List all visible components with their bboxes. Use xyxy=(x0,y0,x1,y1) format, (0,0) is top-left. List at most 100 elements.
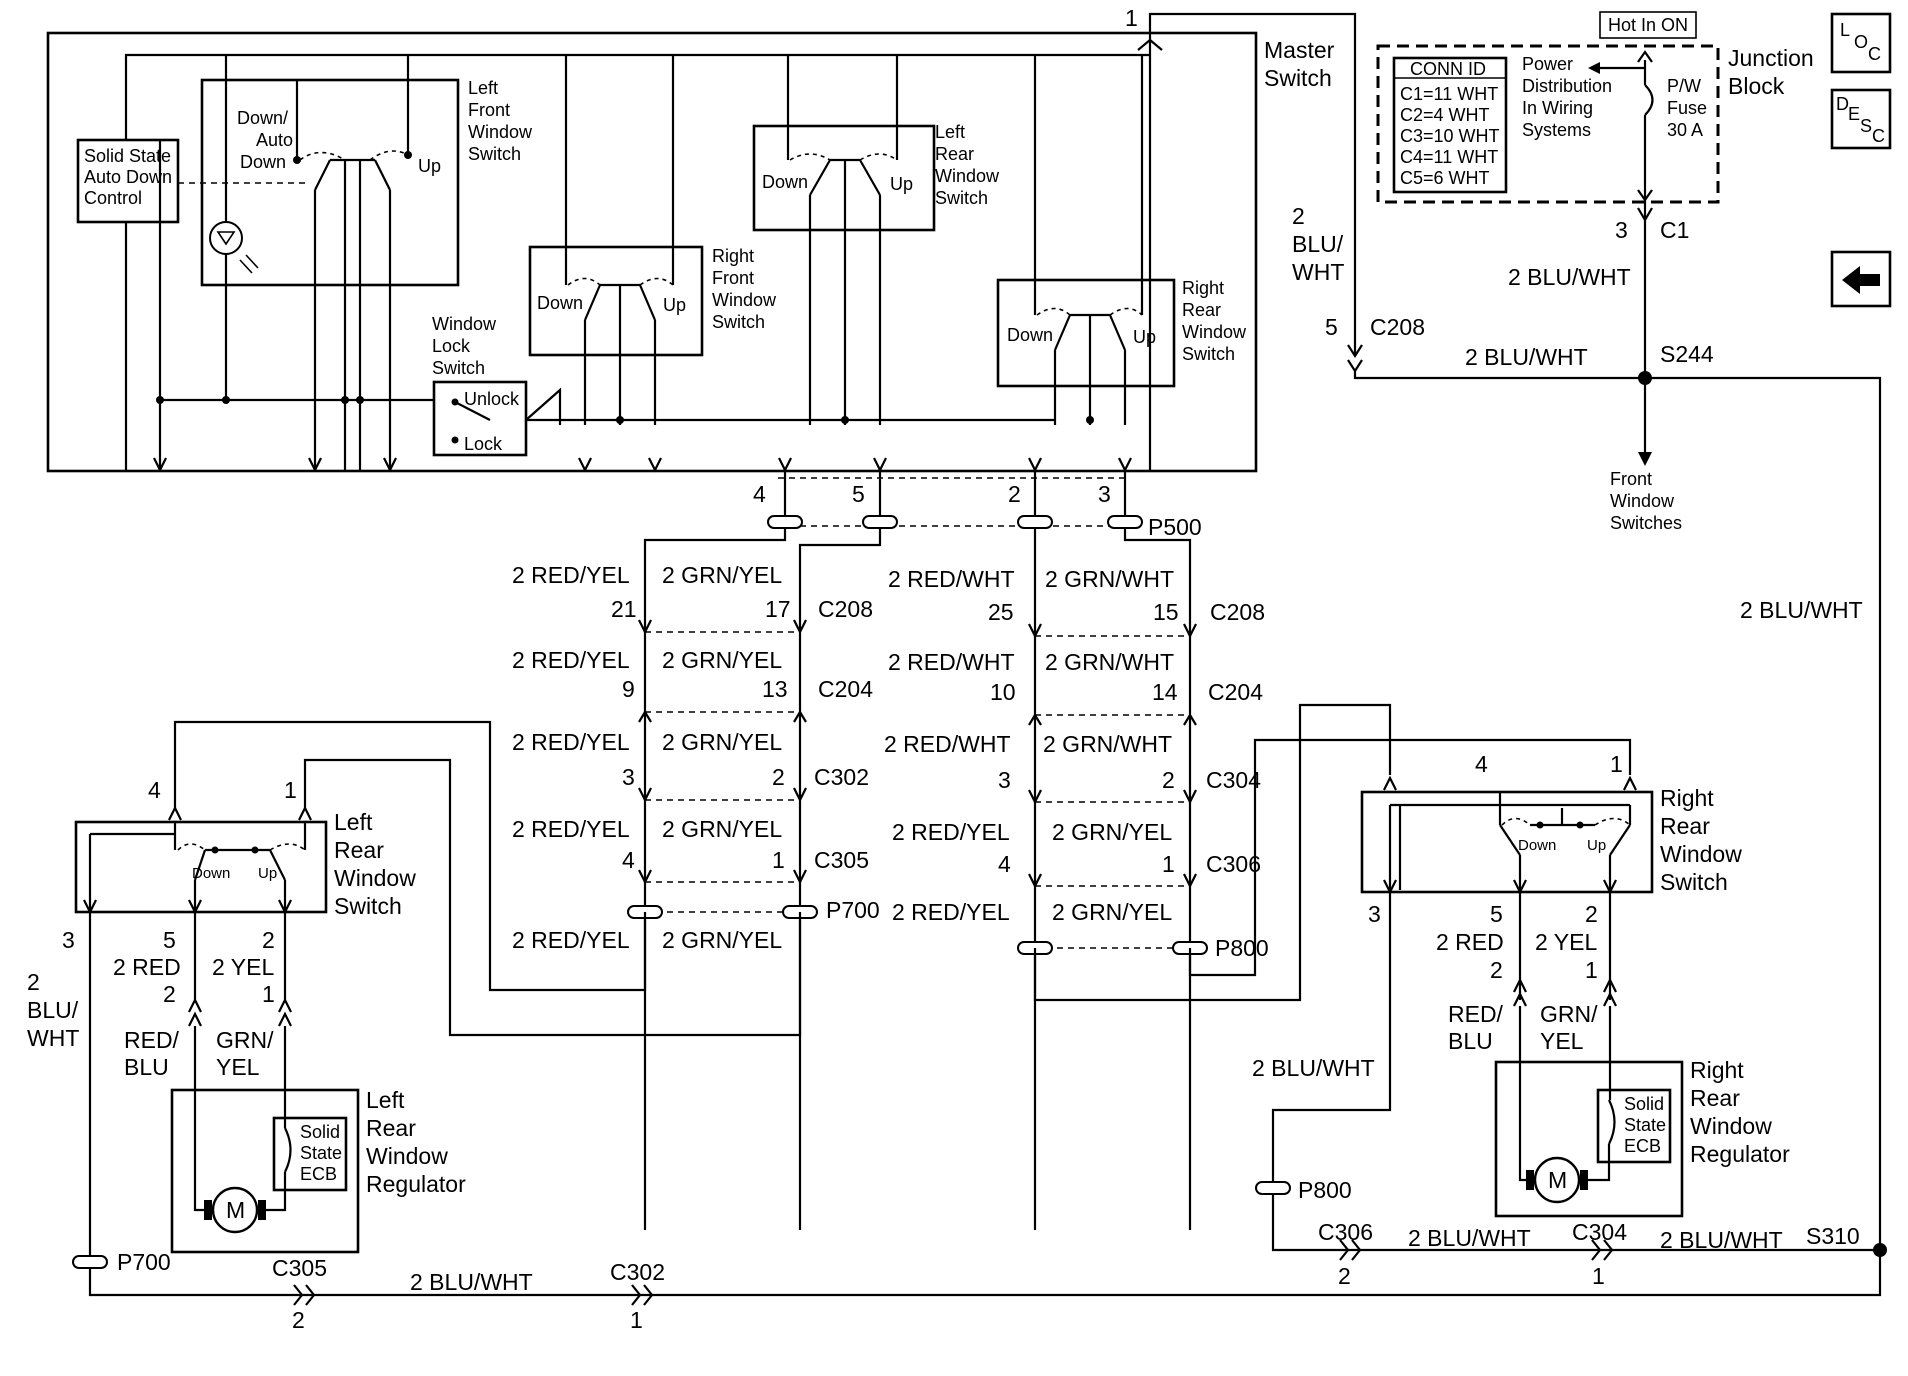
lf-switch-box xyxy=(200,78,460,287)
r-c304-pin-a: 3 xyxy=(998,767,1011,793)
s244-wire-label: 2 BLU/WHT xyxy=(1465,344,1588,370)
rr-bottom-wire-1: 2 BLU/WHT xyxy=(1408,1225,1531,1251)
lr-master-label-2: Rear xyxy=(935,144,974,164)
lr-regulator-box xyxy=(170,1088,360,1254)
rr-pin-1: 1 xyxy=(1610,751,1623,777)
rr-motor-m: M xyxy=(1548,1167,1567,1193)
rr-ecb-1: Solid xyxy=(1624,1094,1664,1114)
r-c204-pin-a: 10 xyxy=(990,679,1016,705)
rr-blu-wire: 2 BLU/WHT xyxy=(1252,1055,1375,1081)
l-c302-label: C302 xyxy=(814,764,869,790)
rr-switch-label-4: Switch xyxy=(1660,869,1728,895)
lf-up-label: Up xyxy=(418,156,441,176)
lr-ecb-box xyxy=(272,1116,348,1192)
l-wire-5b: 2 GRN/YEL xyxy=(662,927,782,953)
r-wire-5a: 2 RED/YEL xyxy=(892,899,1010,925)
l-c204-pin-a: 9 xyxy=(622,676,635,702)
lr-master-label-3: Window xyxy=(935,166,1000,186)
c208-top-label: C208 xyxy=(1370,314,1425,340)
l-c204-pin-b: 13 xyxy=(762,676,788,702)
master-switch-title-1: Master xyxy=(1264,37,1335,63)
r-wire-4a: 2 RED/YEL xyxy=(892,819,1010,845)
c1-pin: 3 xyxy=(1615,217,1628,243)
hot-in-on-box xyxy=(1599,11,1697,39)
lf-down-label-1: Down/ xyxy=(237,108,288,128)
conn-id-4: C4=11 WHT xyxy=(1400,147,1498,167)
fuse-label-1: P/W xyxy=(1667,76,1701,96)
rr-wire-red: 2 RED xyxy=(1436,929,1504,955)
lr-p700: P700 xyxy=(117,1249,171,1275)
rr-bottom-wire-2: 2 BLU/WHT xyxy=(1660,1227,1783,1253)
lock-switch-label-1: Window xyxy=(432,314,497,334)
lr-up: Up xyxy=(258,865,277,882)
rr-motor xyxy=(1533,1156,1581,1204)
l-wire-2b: 2 GRN/YEL xyxy=(662,647,782,673)
conn-id-3: C3=10 WHT xyxy=(1400,126,1500,146)
lr-wire-blu-1: 2 xyxy=(27,969,40,995)
r-wire-3b: 2 GRN/WHT xyxy=(1043,731,1172,757)
lock-switch-label-2: Lock xyxy=(432,336,471,356)
s244-label: S244 xyxy=(1660,341,1714,367)
lr-c305-pin: 2 xyxy=(292,1307,305,1333)
rr-redblu-1: RED/ xyxy=(1448,1001,1504,1027)
s310-label: S310 xyxy=(1806,1223,1860,1249)
power-dist-3: In Wiring xyxy=(1522,98,1593,118)
p500-pin-3: 3 xyxy=(1098,481,1111,507)
conn-id-box xyxy=(1392,56,1508,194)
master-switch: Master Switch Solid State Auto Down Cont… xyxy=(46,31,1335,473)
rr-switch-box xyxy=(1360,790,1654,894)
junction-block: Hot In ON Junction Block CONN ID C1=11 W… xyxy=(1376,11,1814,243)
lock-switch-label-3: Switch xyxy=(432,358,485,378)
r-wire-1b: 2 GRN/WHT xyxy=(1045,566,1174,592)
back-arrow-button[interactable] xyxy=(1830,250,1892,308)
l-c302-pin-a: 3 xyxy=(622,764,635,790)
r-wire-2a: 2 RED/WHT xyxy=(888,649,1015,675)
r-wire-2b: 2 GRN/WHT xyxy=(1045,649,1174,675)
r-c306-pin-b: 1 xyxy=(1162,851,1175,877)
desc-button[interactable]: D E S C xyxy=(1830,88,1892,150)
rr-master-down: Down xyxy=(1007,325,1053,345)
lr-bottom-wire: 2 BLU/WHT xyxy=(410,1269,533,1295)
rr-grnyel-2: YEL xyxy=(1540,1028,1584,1054)
conn-id-2: C2=4 WHT xyxy=(1400,105,1490,125)
rr-switch-label-3: Window xyxy=(1660,841,1742,867)
r-c306-label: C306 xyxy=(1206,851,1261,877)
rr-c304-pin: 1 xyxy=(1592,1263,1605,1289)
rf-switch-label-1: Right xyxy=(712,246,754,266)
conn-id-5: C5=6 WHT xyxy=(1400,168,1490,188)
lr-pin-3: 3 xyxy=(62,927,75,953)
l-c302-pin-b: 2 xyxy=(772,764,785,790)
p700-center-label: P700 xyxy=(826,897,880,923)
l-wire-4b: 2 GRN/YEL xyxy=(662,816,782,842)
conn-id-1: C1=11 WHT xyxy=(1400,84,1498,104)
lr-master-down: Down xyxy=(762,172,808,192)
l-wire-4a: 2 RED/YEL xyxy=(512,816,630,842)
lr-grnyel-2: YEL xyxy=(216,1054,260,1080)
l-c305-label: C305 xyxy=(814,847,869,873)
back-arrow-icon xyxy=(1842,266,1880,294)
lr-reg-label-4: Regulator xyxy=(366,1171,466,1197)
rr-p800: P800 xyxy=(1298,1177,1352,1203)
lf-switch-label-3: Window xyxy=(468,122,533,142)
lr-ecb-1: Solid xyxy=(300,1122,340,1142)
master-switch-title-2: Switch xyxy=(1264,65,1332,91)
rr-c306-pin: 2 xyxy=(1338,1263,1351,1289)
rr-up: Up xyxy=(1587,837,1606,854)
lr-conn-pin-1: 1 xyxy=(262,981,275,1007)
l-wire-1b: 2 GRN/YEL xyxy=(662,562,782,588)
rr-redblu-2: BLU xyxy=(1448,1028,1493,1054)
rr-master-switch-box xyxy=(996,278,1176,388)
lr-c302: C302 xyxy=(610,1259,665,1285)
rr-master-label-2: Rear xyxy=(1182,300,1221,320)
rr-wire-yel: 2 YEL xyxy=(1535,929,1597,955)
rr-conn-pin-2: 2 xyxy=(1490,957,1503,983)
rr-reg-label-2: Rear xyxy=(1690,1085,1740,1111)
r-c306-pin-a: 4 xyxy=(998,851,1011,877)
lr-down: Down xyxy=(192,865,230,882)
r-c204-pin-b: 14 xyxy=(1152,679,1178,705)
power-dist-4: Systems xyxy=(1522,120,1591,140)
loc-button[interactable]: L O C xyxy=(1830,12,1892,74)
r-wire-4b: 2 GRN/YEL xyxy=(1052,819,1172,845)
power-dist-2: Distribution xyxy=(1522,76,1612,96)
lr-conn-pin-2: 2 xyxy=(163,981,176,1007)
